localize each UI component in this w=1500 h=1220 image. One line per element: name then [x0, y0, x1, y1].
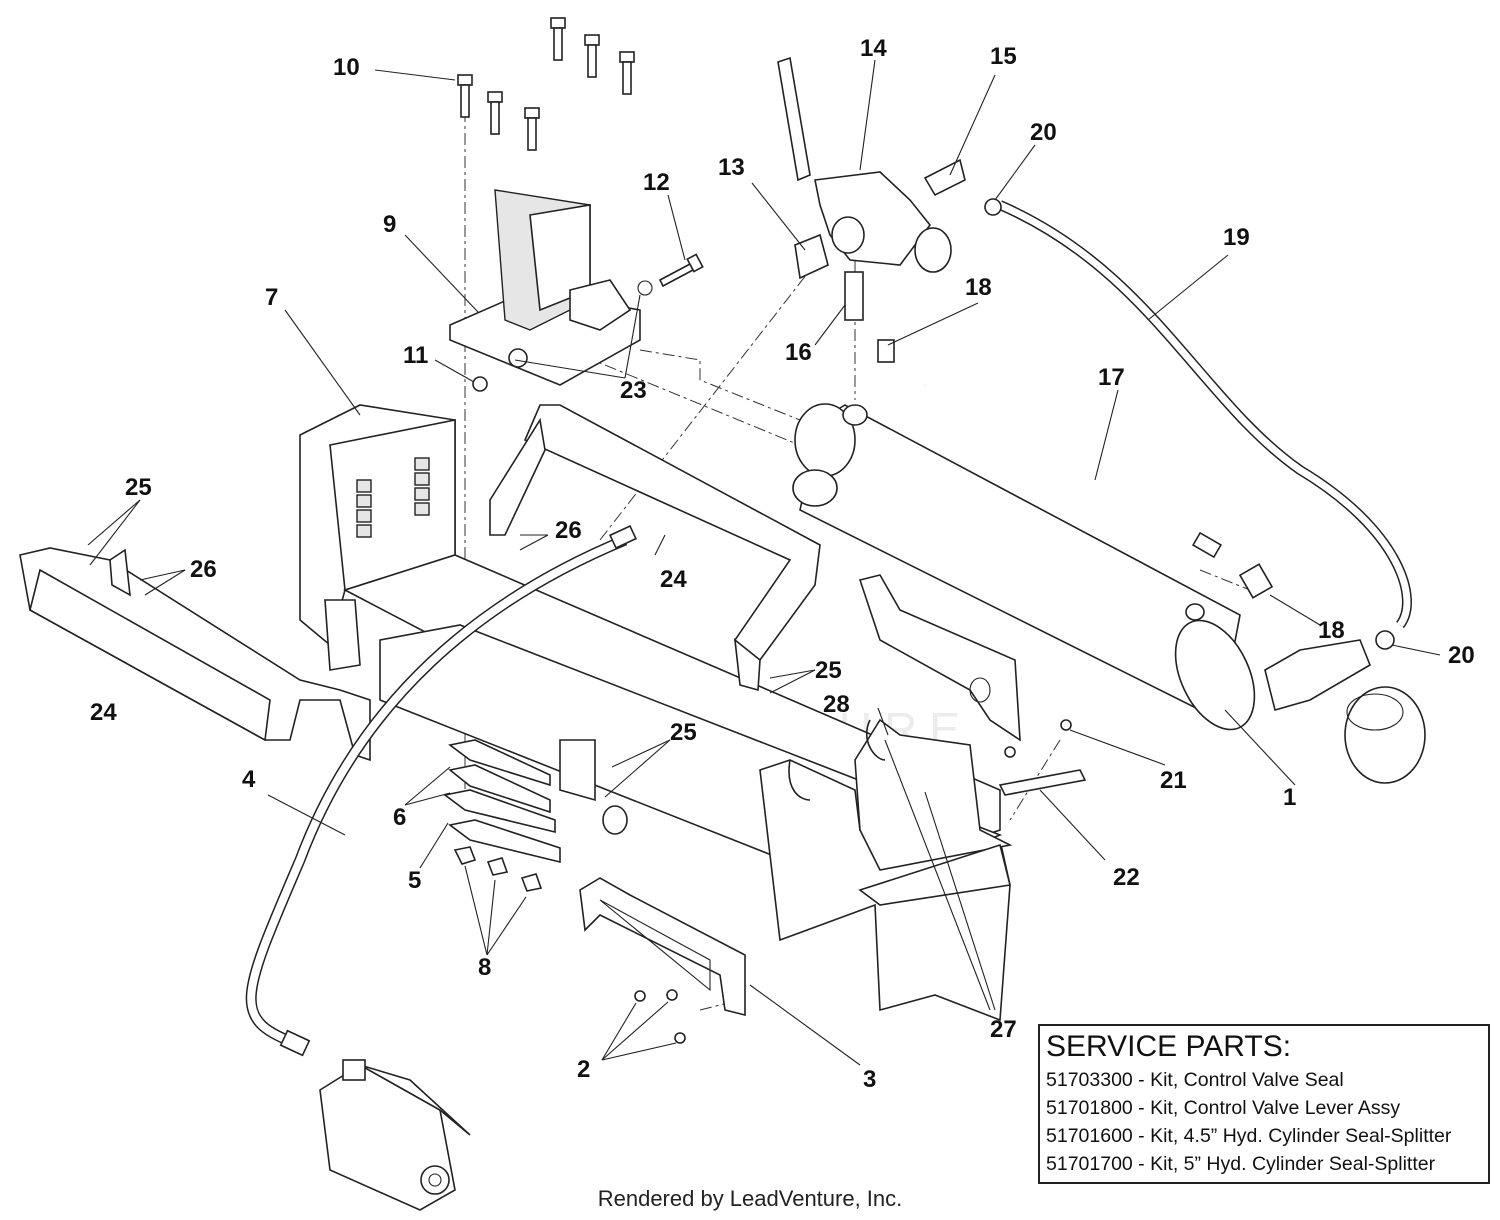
hose-17: [923, 382, 1222, 559]
filter-assembly: [1264, 639, 1426, 784]
service-part-row: 51701600 - Kit, 4.5” Hyd. Cylinder Seal-…: [1046, 1125, 1452, 1147]
callout-25-left: 25: [125, 474, 152, 501]
callout-17: 17: [1098, 364, 1125, 391]
hydraulic-pump: [319, 1059, 471, 1211]
callout-21: 21: [1160, 767, 1187, 794]
callout-1: 1: [1283, 784, 1296, 811]
footer-credit: Rendered by LeadVenture, Inc.: [597, 1186, 903, 1211]
hydraulic-cylinder: [792, 403, 1256, 731]
service-part-row: 51701800 - Kit, Control Valve Lever Assy: [1046, 1097, 1401, 1119]
callout-7: 7: [265, 284, 278, 311]
callout-20-top: 20: [1030, 119, 1057, 146]
callout-16: 16: [785, 339, 812, 366]
clamps-20: [984, 198, 1395, 650]
screw-21: [1004, 719, 1072, 758]
callout-11: 11: [403, 342, 428, 369]
tongue-bracket: [759, 718, 1013, 1022]
callout-4: 4: [242, 766, 256, 793]
guard-24-left: [19, 547, 371, 762]
service-parts-box: SERVICE PARTS: 51703300 - Kit, Control V…: [1038, 1024, 1490, 1184]
nut-11: [472, 376, 488, 392]
callout-19: 19: [1223, 224, 1250, 251]
bolt-12: [658, 253, 704, 288]
cylinder-bracket: [858, 574, 1021, 742]
guard-24-upper: [489, 404, 821, 692]
callout-24-left: 24: [90, 699, 117, 726]
callout-18-top: 18: [965, 274, 992, 301]
nuts-8: [453, 846, 543, 892]
callout-24-middle: 24: [660, 566, 687, 593]
screws-2: [634, 989, 686, 1044]
callout-26-left: 26: [190, 556, 217, 583]
leader-lines: [87, 59, 1441, 1066]
callout-15: 15: [990, 43, 1017, 70]
callout-12: 12: [643, 169, 670, 196]
control-valve: [777, 56, 966, 321]
callout-23: 23: [620, 377, 647, 404]
callout-10: 10: [333, 54, 360, 81]
callout-22: 22: [1113, 864, 1140, 891]
service-parts-title: SERVICE PARTS:: [1046, 1030, 1292, 1063]
callout-9: 9: [383, 211, 396, 238]
bolts-10: [457, 17, 635, 151]
callout-14: 14: [860, 35, 887, 62]
hose-19: [998, 200, 1412, 629]
callout-3: 3: [863, 1066, 876, 1093]
splitting-wedge: [449, 189, 653, 386]
fittings-18: [877, 339, 1274, 599]
callout-26-middle: 26: [555, 517, 582, 544]
callout-27: 27: [990, 1016, 1017, 1043]
service-part-row: 51703300 - Kit, Control Valve Seal: [1046, 1069, 1344, 1091]
callout-6: 6: [393, 804, 406, 831]
plate-22: [998, 769, 1087, 796]
callout-5: 5: [408, 867, 421, 894]
callout-labels: 1 2 3 4 5 6 7 8 9 10 11 12 13 14 15 16 1…: [90, 35, 1475, 1093]
callout-25-right: 25: [815, 657, 842, 684]
foot-plate-3: [579, 877, 746, 1017]
callout-13: 13: [718, 154, 745, 181]
callout-20-bottom: 20: [1448, 642, 1475, 669]
hose-4: [245, 524, 637, 1057]
callout-2: 2: [577, 1056, 590, 1083]
callout-18-bottom: 18: [1318, 617, 1345, 644]
service-part-row: 51701700 - Kit, 5” Hyd. Cylinder Seal-Sp…: [1046, 1153, 1436, 1175]
callout-25-center: 25: [670, 719, 697, 746]
callout-28: 28: [823, 691, 850, 718]
callout-8: 8: [478, 954, 491, 981]
plates-5-6: [443, 739, 561, 864]
beam-teeth: [356, 457, 430, 538]
